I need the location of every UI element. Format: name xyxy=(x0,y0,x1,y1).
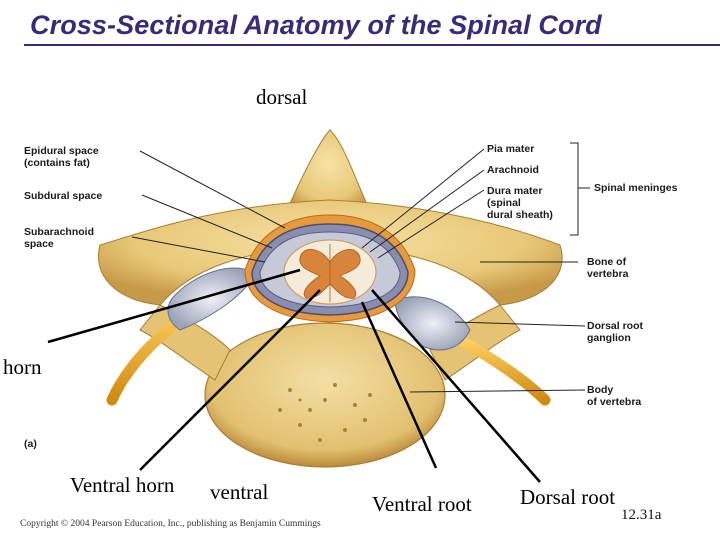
overlay-label-ventral-horn: Ventral horn xyxy=(70,473,175,497)
label-bone-of-vertebra: Bone of vertebra xyxy=(587,256,628,280)
label-subarachnoid-space: Subarachnoid space xyxy=(24,226,94,250)
label-dura-line2: (spinal xyxy=(487,197,521,209)
vertebral-body xyxy=(204,322,446,468)
label-bone-line2: vertebra xyxy=(587,268,629,280)
label-subarachnoid-line1: Subarachnoid xyxy=(24,226,95,238)
label-body-line2: of vertebra xyxy=(587,396,642,408)
label-body-of-vertebra: Body of vertebra xyxy=(587,384,641,408)
spinous-process xyxy=(284,129,373,216)
slide-title: Cross-Sectional Anatomy of the Spinal Co… xyxy=(30,10,602,40)
left-drg xyxy=(167,267,256,331)
label-arachnoid: Arachnoid xyxy=(487,164,539,176)
label-epidural-space: Epidural space (contains fat) xyxy=(24,145,99,169)
slide-number: 12.31a xyxy=(621,507,662,523)
overlay-label-dorsal-root: Dorsal root xyxy=(520,485,616,509)
label-epidural-line2: (contains fat) xyxy=(24,157,90,169)
overlay-label-ventral: ventral xyxy=(210,480,269,504)
label-body-line1: Body xyxy=(587,384,614,396)
label-subarachnoid-line2: space xyxy=(24,238,54,250)
vertebral-arch xyxy=(98,199,563,306)
label-drg-line2: ganglion xyxy=(587,332,631,344)
label-pia-mater: Pia mater xyxy=(487,143,535,155)
trabecular-dots xyxy=(278,383,372,442)
overlay-label-horn: horn xyxy=(3,355,42,379)
overlay-pointer-lines xyxy=(47,268,541,483)
label-dorsal-root-ganglion: Dorsal root ganglion xyxy=(587,320,643,344)
label-dura-line1: Dura mater xyxy=(487,185,543,197)
label-dura-line3: dural sheath) xyxy=(487,209,553,221)
copyright-notice: Copyright © 2004 Pearson Education, Inc.… xyxy=(20,519,321,529)
label-drg-line1: Dorsal root xyxy=(587,320,644,332)
panel-tag: (a) xyxy=(24,438,37,450)
overlay-label-dorsal: dorsal xyxy=(256,85,308,109)
label-spinal-meninges: Spinal meninges xyxy=(594,182,678,194)
label-dura-mater: Dura mater (spinal dural sheath) xyxy=(487,185,553,221)
title-underline xyxy=(24,44,720,46)
overlay-label-ventral-root: Ventral root xyxy=(372,492,472,516)
label-bone-line1: Bone of xyxy=(587,256,627,268)
right-spinal-nerve xyxy=(454,334,551,406)
left-leader-lines xyxy=(131,150,286,263)
right-leader-lines xyxy=(361,142,590,393)
label-epidural-line1: Epidural space xyxy=(24,145,99,157)
label-subdural-space: Subdural space xyxy=(24,190,103,202)
